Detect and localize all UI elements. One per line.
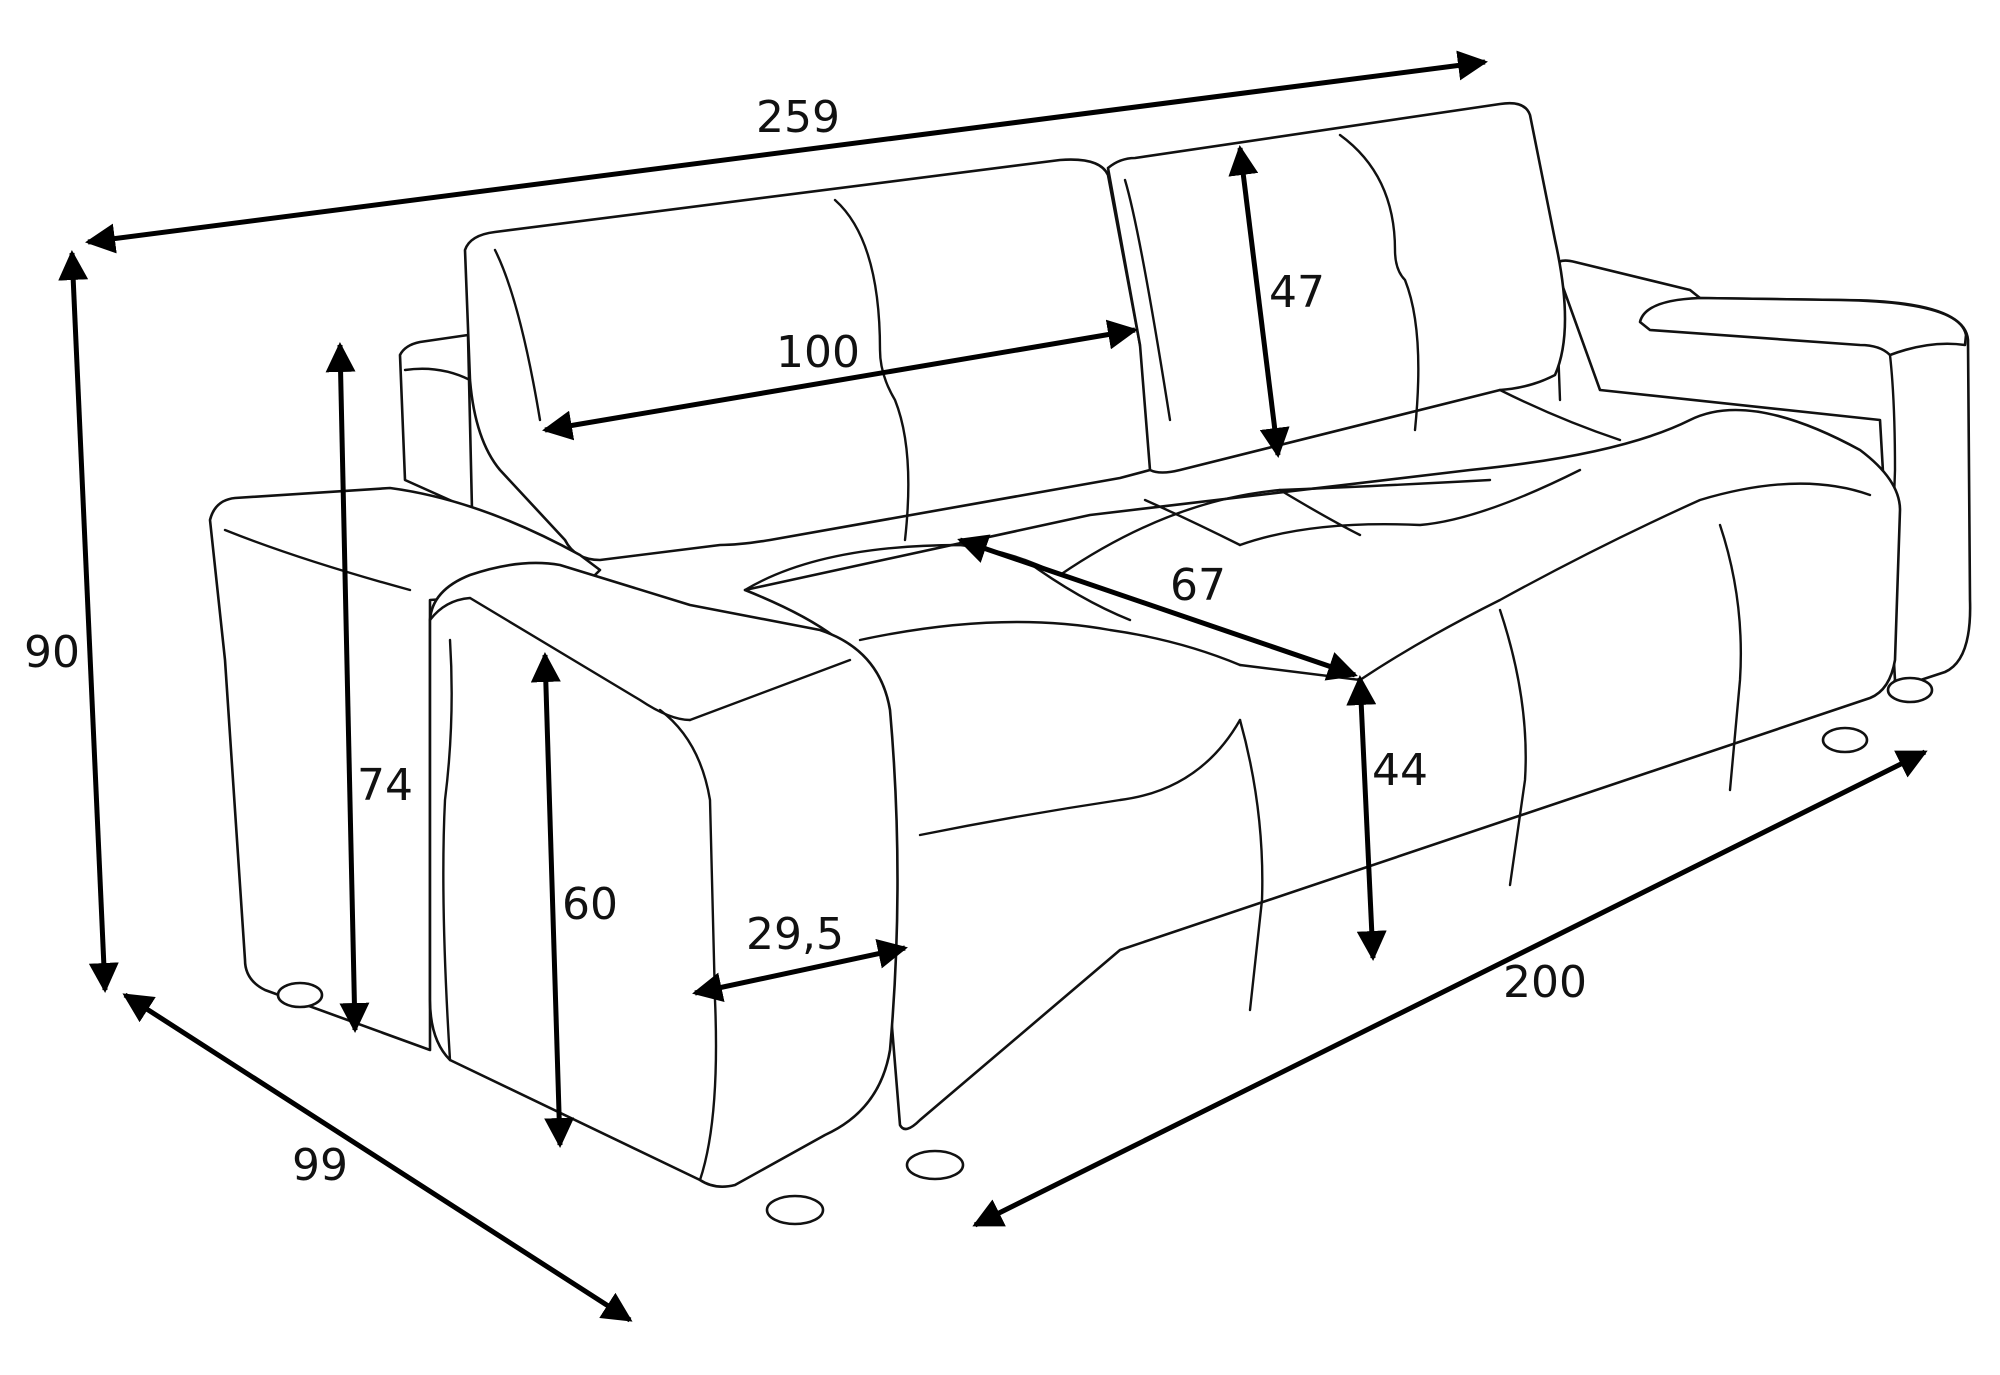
left-armrest-top-seam <box>223 528 412 592</box>
seat-divider-right <box>1278 488 1362 537</box>
label-seat-width: 200 <box>1503 957 1587 1008</box>
dimension-lines <box>58 50 1928 1323</box>
label-total-height: 90 <box>24 627 80 678</box>
foot-1 <box>276 981 324 1009</box>
label-side-height: 60 <box>562 879 618 930</box>
dim-line-back-cushion-width <box>542 319 1138 441</box>
foot-4 <box>1821 726 1869 754</box>
left-armrest-front <box>428 561 899 1188</box>
label-seat-height: 44 <box>1372 745 1428 796</box>
label-total-width: 259 <box>756 92 840 143</box>
dim-line-total-width <box>85 50 1488 254</box>
seat-back-tuft-right <box>1498 388 1622 442</box>
dim-line-side-height <box>530 652 575 1148</box>
label-back-cushion-width: 100 <box>776 327 860 378</box>
dimension-labels: 259 90 99 200 74 60 29,5 44 67 100 47 <box>24 92 1587 1191</box>
back-frame-left <box>398 333 474 512</box>
dim-line-total-height <box>58 250 119 993</box>
dim-line-seat-height <box>1346 675 1387 961</box>
foot-3 <box>905 1149 965 1181</box>
label-seat-depth: 67 <box>1170 560 1226 611</box>
dim-line-back-cushion-height <box>1228 145 1290 458</box>
dim-line-armrest-width <box>692 938 908 1003</box>
right-armrest-top <box>1638 296 1968 357</box>
foot-5 <box>1886 676 1934 704</box>
front-panel-seam-3 <box>1718 523 1743 792</box>
dim-line-seat-depth <box>957 534 1358 681</box>
back-frame-seam <box>403 367 472 382</box>
label-armrest-width: 29,5 <box>746 909 844 960</box>
left-armrest-back <box>208 486 602 1052</box>
dim-line-depth <box>122 992 633 1323</box>
dim-line-seat-width <box>972 749 1928 1228</box>
sofa-drawing <box>208 101 1972 1226</box>
label-armrest-height: 74 <box>357 760 413 811</box>
left-cushion-side-seam <box>493 248 542 422</box>
label-depth: 99 <box>292 1140 348 1191</box>
seat-front-edge-right <box>1238 482 1872 682</box>
label-back-cushion-height: 47 <box>1269 267 1325 318</box>
left-armrest-top-inner <box>428 596 692 722</box>
back-cushion-right <box>1106 101 1567 474</box>
seat-mid-line <box>1238 468 1582 547</box>
left-armrest-side-seam <box>442 638 453 1062</box>
seat-block <box>743 408 1902 1131</box>
dim-line-armrest-height <box>325 342 370 1033</box>
left-armrest-top-edge <box>688 658 852 722</box>
foot-2 <box>765 1194 825 1226</box>
